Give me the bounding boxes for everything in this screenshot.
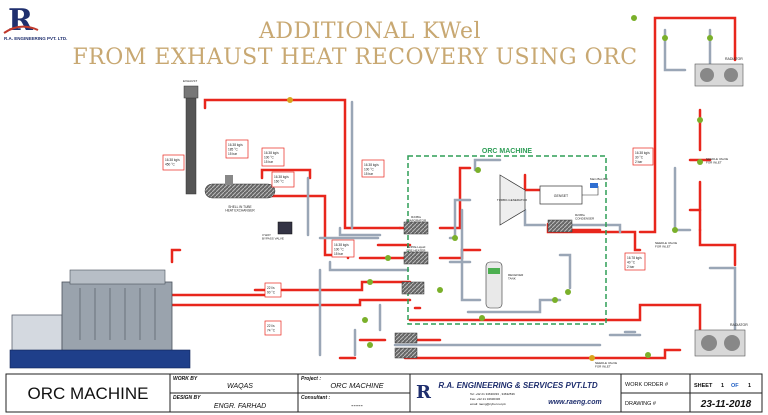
orc-machine-box (407, 155, 607, 325)
orc-machine-label: ORC MACHINE (482, 148, 532, 155)
consultant-label: Consultant : (301, 395, 330, 401)
valve-marker (362, 317, 368, 323)
valve-marker (385, 255, 391, 261)
valve-marker (645, 352, 651, 358)
valve-marker (707, 35, 713, 41)
title-line-2: FROM EXHAUST HEAT RECOVERY USING ORC (72, 45, 637, 70)
project-value: ORC MACHINE (330, 381, 384, 390)
company-logo-small: R (416, 382, 432, 403)
valve-marker (552, 297, 558, 303)
exhaust-label: EXHAUST (183, 79, 197, 83)
company-logo: R R.A. ENGINEERING PVT. LTD. (3, 3, 67, 41)
radiator-bottom: RADIATOR (694, 323, 748, 357)
diesel-engine (9, 269, 191, 369)
valve-marker (662, 35, 668, 41)
valve-marker (479, 315, 485, 321)
sheet-number: 1 (721, 383, 724, 389)
consultant-value: ----- (351, 403, 363, 410)
company-website: www.raeng.com (548, 399, 601, 406)
turbine-label: TURBO-GENERATOR (497, 198, 528, 202)
company-name: R.A. ENGINEERING & SERVICES PVT.LTD (438, 381, 598, 390)
pumps-valves (287, 15, 713, 361)
work-order-label: WORK ORDER # (625, 382, 669, 388)
radiator-top: RADIATOR (694, 57, 744, 87)
radiator-top-label: RADIATOR (725, 57, 743, 61)
valve-marker (367, 342, 373, 348)
turbo-generator: TURBO-GENERATOR GENSET Main Bus Bar (497, 174, 608, 226)
company-email: email: raeng@cyber.net.pk (470, 402, 506, 406)
valve-marker (565, 289, 571, 295)
date-value: 23-11-2018 (700, 399, 752, 410)
cold-pipes (306, 28, 737, 357)
company-fax: Fax: +92 21 34630336 (470, 397, 500, 401)
valve-marker (367, 279, 373, 285)
valve-marker (672, 227, 678, 233)
main-bus-label: Main Bus Bar (590, 177, 608, 181)
title-block: ORC MACHINE WORK BY WAQAS DESIGN BY ENGR… (5, 373, 763, 413)
valve-marker (589, 355, 595, 361)
sheet-total: 1 (748, 383, 751, 389)
sheet-of: OF (731, 383, 739, 389)
valve-marker (631, 15, 637, 21)
project-name: ORC MACHINE (28, 384, 149, 403)
project-label: Project : (301, 376, 321, 382)
valve-marker (287, 97, 293, 103)
valve-marker (437, 287, 443, 293)
genset-label: GENSET (554, 194, 569, 198)
work-by-label: WORK BY (173, 376, 198, 382)
sheet-label: SHEET (694, 383, 713, 389)
title-line-1: ADDITIONAL KWel (258, 19, 481, 44)
valve-marker (697, 117, 703, 123)
logo-mark: R (8, 3, 34, 38)
design-by-label: DESIGN BY (173, 395, 201, 401)
company-phone: Tel: +92 21 34630333 , 34632536 (470, 392, 515, 396)
radiator-bottom-label: RADIATOR (730, 323, 748, 327)
valve-marker (475, 167, 481, 173)
valve-marker (452, 235, 458, 241)
exhaust-stack: EXHAUST (183, 79, 199, 195)
logo-company: R.A. ENGINEERING PVT. LTD. (4, 36, 67, 41)
valve-marker (697, 159, 703, 165)
drawing-label: DRAWING # (625, 401, 657, 407)
design-by-value: ENGR. FARHAD (214, 403, 266, 410)
work-by-value: WAQAS (227, 383, 253, 390)
lower-heat-exchangers (394, 281, 425, 359)
